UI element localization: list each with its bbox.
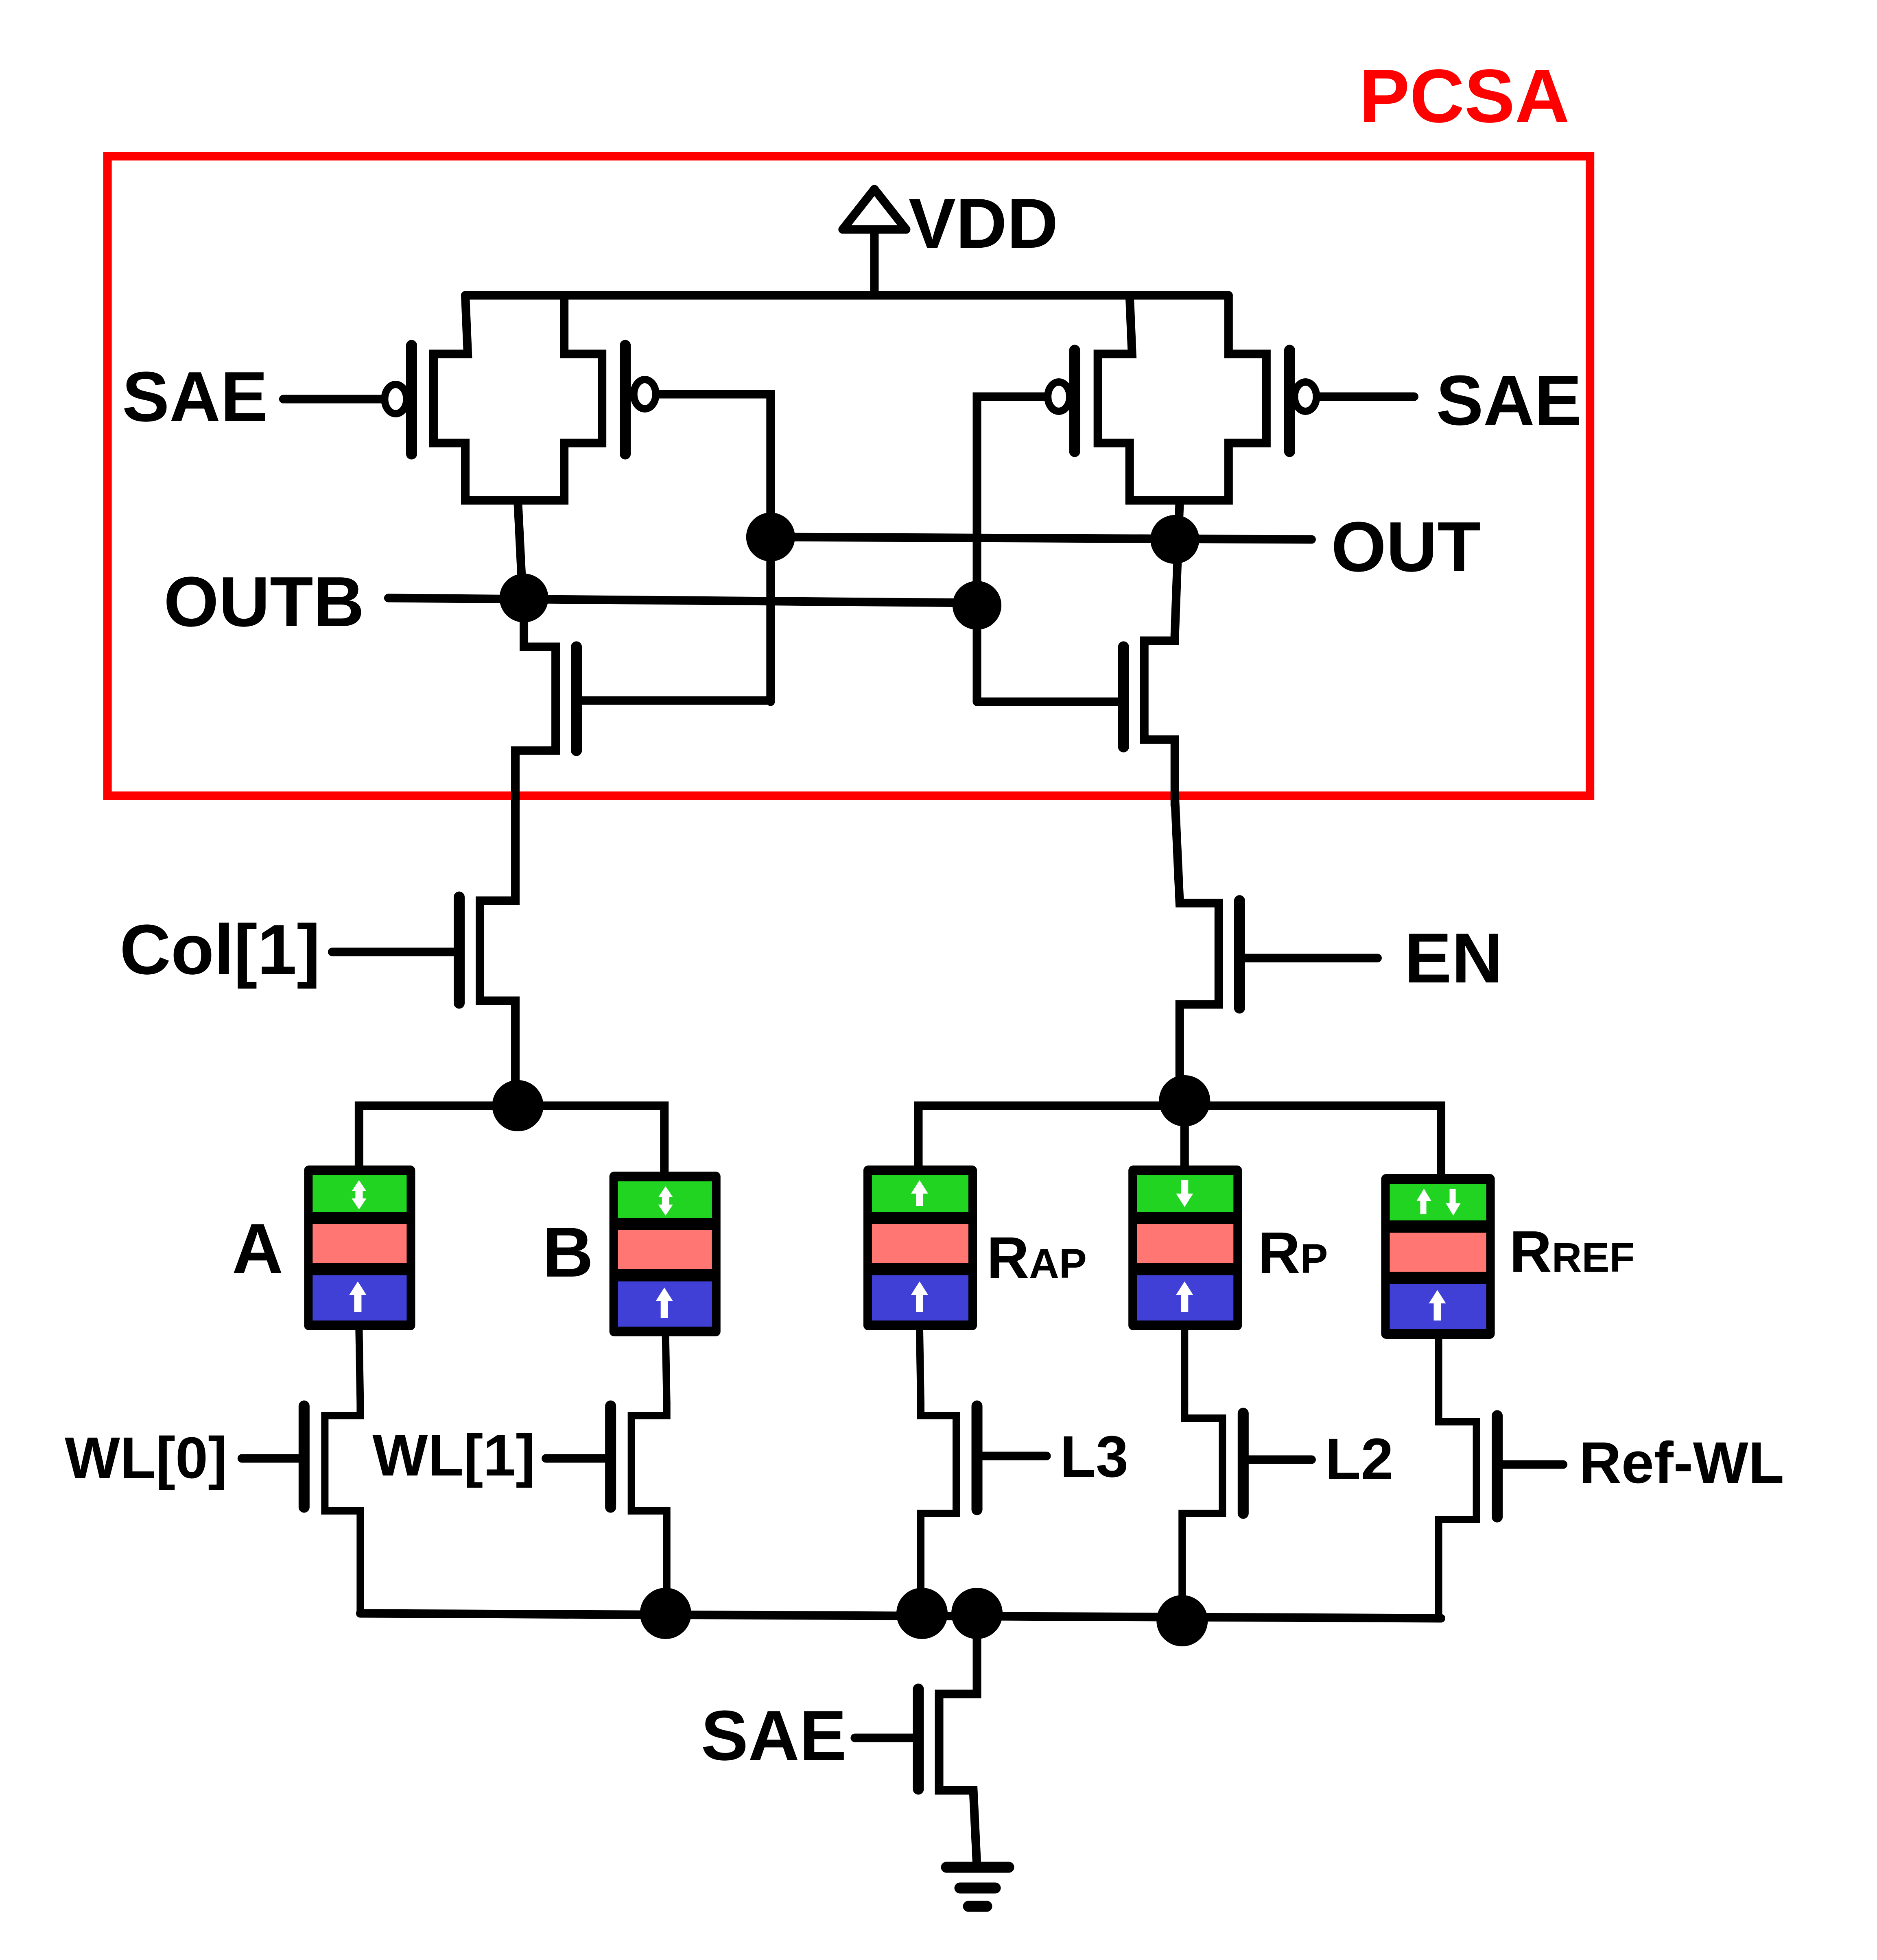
mtj-label-rp: RP <box>1258 1220 1328 1286</box>
barrier-layer <box>1137 1224 1234 1263</box>
out-label: OUT <box>1331 507 1480 586</box>
nmos-right-latch <box>972 630 1179 810</box>
access-transistor-ref-wl <box>1435 1406 1568 1621</box>
vdd-label: VDD <box>909 183 1058 263</box>
en-gate-label: EN <box>1404 918 1503 997</box>
sl-node-4 <box>1156 1595 1208 1646</box>
ref-wl-gate-label: Ref-WL <box>1579 1430 1784 1495</box>
sl-node-2 <box>896 1588 948 1639</box>
sae-right-label: SAE <box>1436 360 1582 440</box>
tail-sae-label: SAE <box>701 1696 847 1775</box>
sae-right-bubble-icon <box>1291 378 1419 415</box>
wl1-gate-label: WL[1] <box>372 1423 535 1488</box>
down-arrow-icon <box>1446 1189 1461 1216</box>
pcsa-boundary-box <box>103 152 1595 800</box>
outb-node-right <box>953 581 1002 630</box>
data-bus-node <box>492 1080 544 1131</box>
access-transistor-wl1 <box>542 1400 671 1617</box>
mtj-label-rref: RREF <box>1510 1219 1635 1284</box>
mtj-cell-rap <box>863 1166 977 1407</box>
mtj-cell-b <box>609 1172 721 1407</box>
down-arrow-icon <box>1176 1180 1193 1207</box>
outb-label: OUTB <box>164 562 364 641</box>
outb-net <box>384 594 981 607</box>
mtj-label-b: B <box>542 1212 594 1292</box>
en-pass-transistor <box>1170 791 1382 1105</box>
tail-nmos-sae <box>850 1609 981 1872</box>
l3-gate-label: L3 <box>1060 1424 1128 1489</box>
out-net <box>766 533 1316 544</box>
sae-left-label: SAE <box>122 357 268 436</box>
mtj-cell-rp <box>1128 1166 1242 1407</box>
col-pass-transistor <box>328 791 520 1109</box>
barrier-layer <box>618 1230 712 1269</box>
up-arrow-icon <box>1416 1189 1431 1214</box>
sl-node-1 <box>640 1588 691 1639</box>
out-node-left <box>746 513 795 561</box>
mtj-cell-a <box>304 1166 415 1407</box>
access-transistor-l2 <box>1178 1400 1316 1622</box>
access-transistor-wl0 <box>237 1400 364 1617</box>
mtj-label-rap: RAP <box>987 1225 1087 1290</box>
l2-gate-label: L2 <box>1325 1426 1393 1492</box>
up-arrow-icon <box>656 1288 673 1318</box>
pmos-left-precharge <box>406 291 631 505</box>
up-arrow-icon <box>911 1281 928 1312</box>
barrier-layer <box>1390 1233 1486 1272</box>
ground-icon <box>941 1862 1014 1912</box>
mtj-cell-rref <box>1381 1174 1495 1413</box>
up-arrow-icon <box>1176 1281 1193 1312</box>
up-down-arrow-icon <box>352 1180 367 1209</box>
sae-left-bubble-icon <box>279 381 411 417</box>
free-layer <box>1390 1184 1486 1220</box>
up-arrow-icon <box>911 1180 928 1206</box>
col-gate-label: Col[1] <box>120 910 320 989</box>
access-transistor-l3 <box>917 1400 1051 1617</box>
barrier-layer <box>312 1224 407 1263</box>
pcsa-title: PCSA <box>1359 54 1569 138</box>
barrier-layer <box>872 1224 969 1263</box>
vdd-triangle-icon <box>838 185 911 297</box>
up-down-arrow-icon <box>658 1186 673 1216</box>
ref-bus-node <box>1159 1075 1211 1126</box>
up-arrow-icon <box>1429 1290 1446 1320</box>
wl0-gate-label: WL[0] <box>65 1425 227 1491</box>
mtj-label-a: A <box>232 1209 283 1288</box>
pmos-right-precharge <box>1069 291 1295 505</box>
nmos-left-latch <box>511 618 775 810</box>
up-arrow-icon <box>349 1281 367 1312</box>
